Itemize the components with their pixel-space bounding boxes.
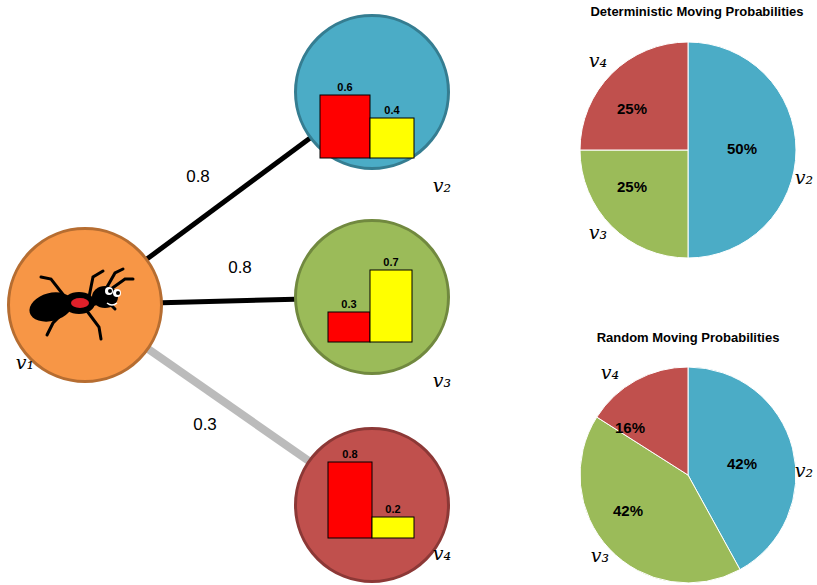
bar [370,270,412,342]
slice-name: v₄ [589,49,607,71]
bar-value: 0.2 [385,503,400,515]
slice-percent: 25% [617,178,647,195]
slice-name: v₂ [795,459,813,481]
node-circle [294,219,450,375]
state-node: 0.60.4v₂ [294,14,450,170]
state-node: v₁ [7,227,163,383]
ant-icon [26,269,133,339]
random-pie [580,367,796,583]
node-circle [294,14,450,170]
node-name: v₃ [433,369,451,391]
state-node: 0.8 0.2 v₄ [294,427,450,583]
weighted-edge [162,299,295,303]
slice-name: v₃ [591,544,609,566]
slice-percent: 16% [615,419,645,436]
slice-percent: 42% [613,502,643,519]
bar [328,312,370,342]
chart-title: Random Moving Probabilities [597,330,780,345]
bar-value: 0.3 [341,298,356,310]
edge-weight: 0.8 [186,167,210,187]
node-circle [294,427,450,583]
bar [370,118,414,158]
node-name: v₄ [433,542,451,564]
slice-name: v₂ [795,166,813,188]
bar [328,462,372,538]
node-name: v₂ [433,174,451,196]
deterministic-pie [580,42,796,258]
edge-weight: 0.3 [193,415,217,435]
state-node: 0.30.7v₃ [294,219,450,375]
bar [372,517,414,538]
bar-value: 0.6 [337,81,352,93]
slice-percent: 42% [727,455,757,472]
bar-value: 0.8 [342,448,357,460]
edge-weight: 0.8 [228,258,252,278]
chart-title: Deterministic Moving Probabilities [590,4,803,19]
bar-value: 0.4 [384,104,399,116]
node-name: v₁ [16,351,34,373]
slice-name: v₄ [601,361,619,383]
bar [320,95,370,158]
weighted-edge [147,138,310,259]
slice-percent: 25% [617,100,647,117]
weighted-edge [148,349,309,461]
slice-percent: 50% [727,140,757,157]
slice-name: v₃ [589,221,607,243]
bar-value: 0.7 [383,256,398,268]
